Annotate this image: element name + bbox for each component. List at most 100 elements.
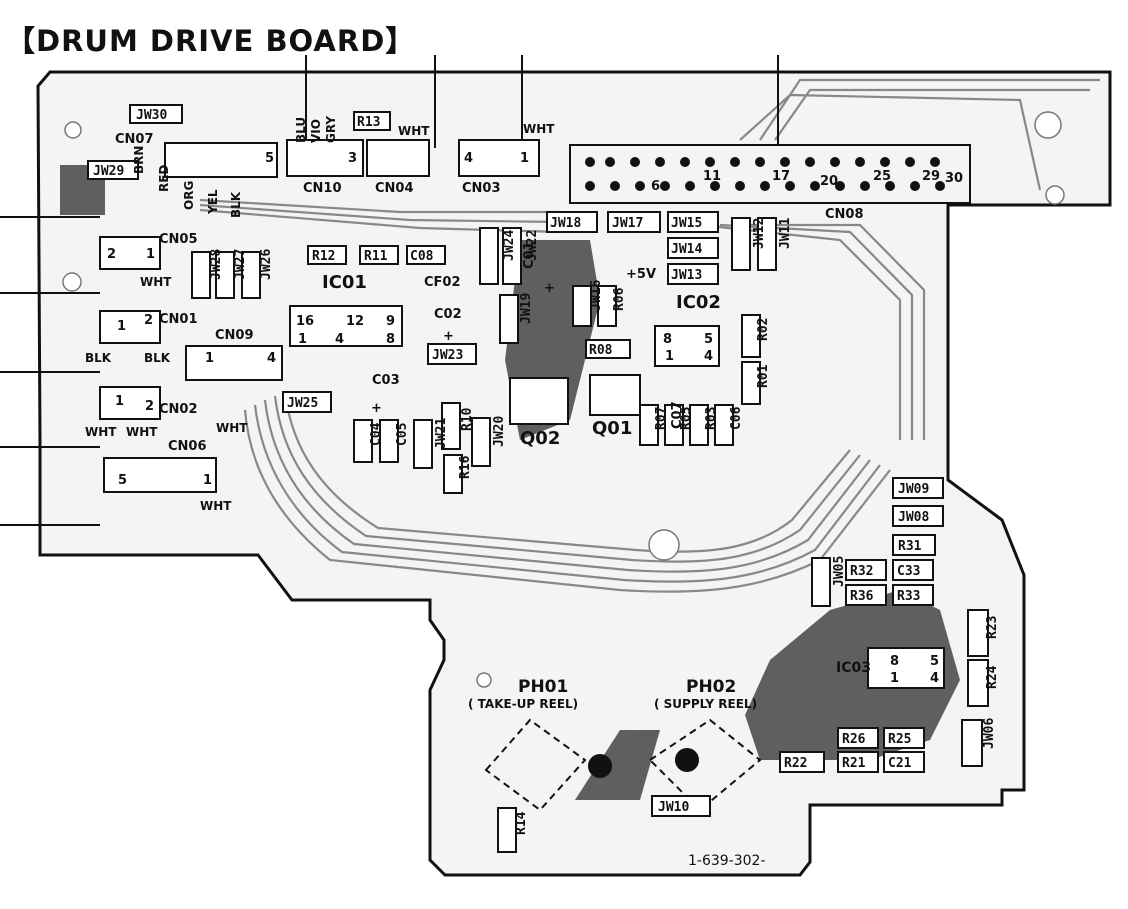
wire-cn02-wht-1: WHT [85, 425, 117, 439]
wire-color-labels: BRN RED ORG YEL BLK BLU VIO GRY WHT WHT … [85, 116, 555, 513]
label-q02: Q02 [520, 428, 560, 449]
desc-ph01: ( TAKE-UP REEL) [468, 697, 578, 711]
pin-ic03-4: 4 [930, 671, 939, 686]
label-c06: C06 [729, 406, 744, 430]
label-r02: R02 [756, 318, 771, 341]
label-plus5v: +5V [626, 267, 656, 282]
pin-cn03-1: 1 [520, 151, 529, 166]
label-jw16: JW16 [589, 280, 604, 311]
cn08-header [569, 144, 971, 204]
wire-cn10-vio: VIO [309, 119, 323, 143]
label-r33: R33 [897, 589, 920, 604]
label-cn02: CN02 [159, 402, 198, 417]
label-jw13: JW13 [671, 268, 702, 283]
pin-cn06-1: 1 [203, 473, 212, 488]
label-r21: R21 [842, 756, 866, 771]
pin-cn02-1: 1 [115, 394, 124, 409]
label-r14: R14 [514, 811, 529, 835]
pin-ic03-1: 1 [890, 671, 899, 686]
polarity-mark-c03: + [371, 401, 382, 416]
label-r36: R36 [850, 589, 874, 604]
wire-cn06-wht: WHT [200, 499, 232, 513]
wire-cn09-wht: WHT [216, 421, 248, 435]
label-cn03: CN03 [462, 181, 501, 196]
label-r23: R23 [985, 616, 1000, 639]
polarity-mark-c01: + [544, 281, 555, 296]
connector-labels: CN10 CN04 CN03 CN07 CN05 CN01 CN09 CN02 … [115, 132, 864, 454]
label-jw26: JW26 [259, 249, 274, 280]
label-c21: C21 [888, 756, 912, 771]
copper-traces [199, 78, 1100, 593]
pin-ic02-4: 4 [704, 349, 713, 364]
label-r31: R31 [898, 539, 922, 554]
pin-cn05-1: 1 [146, 247, 155, 262]
label-cn09: CN09 [215, 328, 254, 343]
pin-ic01-12: 12 [346, 314, 364, 329]
pin-cn08-6: 6 [651, 179, 660, 194]
label-cn10: CN10 [303, 181, 342, 196]
label-jw29: JW29 [93, 164, 124, 179]
label-ph02: PH02 [686, 677, 736, 697]
pin-cn08-25: 25 [873, 169, 891, 184]
pin-ic01-8: 8 [386, 332, 395, 347]
label-cn07: CN07 [115, 132, 154, 147]
label-r07: R07 [654, 407, 669, 430]
label-r10: R10 [460, 407, 475, 431]
label-r16: R16 [458, 455, 473, 479]
label-r12: R12 [312, 249, 335, 264]
pin-ic01-16: 16 [296, 314, 314, 329]
wire-cn07-red: RED [157, 165, 171, 192]
desc-ph02: ( SUPPLY REEL) [654, 697, 757, 711]
pin-cn08-30: 30 [945, 171, 963, 186]
label-cn08: CN08 [825, 207, 864, 222]
label-r24: R24 [985, 665, 1000, 689]
photo-interrupter-outlines [484, 718, 762, 812]
pin-cn08-20: 20 [820, 174, 838, 189]
pin-ic03-5: 5 [930, 654, 939, 669]
label-jw20: JW20 [492, 416, 507, 447]
wire-cn04-wht: WHT [398, 124, 430, 138]
label-jw09: JW09 [898, 482, 929, 497]
pin-ic03-8: 8 [890, 654, 899, 669]
passive-components [87, 104, 989, 853]
pin-ic02-5: 5 [704, 332, 713, 347]
pin-cn09-1: 1 [205, 351, 214, 366]
wire-leads [0, 55, 779, 526]
label-r06: R06 [612, 287, 627, 311]
label-cf02: CF02 [424, 275, 461, 290]
pin-ic02-1: 1 [665, 349, 674, 364]
label-c03: C03 [372, 373, 400, 388]
pin-cn08-17: 17 [772, 169, 790, 184]
pin-cn02-2: 2 [145, 399, 154, 414]
label-r08: R08 [589, 343, 613, 358]
transistor-labels: Q02 Q01 [520, 418, 632, 449]
label-jw27: JW27 [233, 249, 248, 280]
polarity-mark-c02: + [443, 329, 454, 344]
ic-labels: IC01 IC02 IC03 [322, 272, 871, 676]
wire-cn07-brn: BRN [132, 146, 146, 174]
pin-ic01-9: 9 [386, 314, 395, 329]
label-jw28: JW28 [209, 249, 224, 280]
label-c33: C33 [897, 564, 920, 579]
pin-cn06-5: 5 [118, 473, 127, 488]
label-ic03: IC03 [836, 660, 871, 676]
label-ic01: IC01 [322, 272, 367, 293]
label-r25: R25 [888, 732, 911, 747]
label-jw22: JW22 [525, 230, 540, 261]
pin-cn08-29: 29 [922, 169, 940, 184]
label-cn04: CN04 [375, 181, 414, 196]
label-r13: R13 [357, 115, 380, 130]
label-r05: R05 [679, 407, 694, 430]
label-r26: R26 [842, 732, 866, 747]
label-c04: C04 [369, 422, 384, 446]
label-ph01: PH01 [518, 677, 568, 697]
capacitor-labels: C01 C02 C03 C07 CF02 +5V + + + [371, 241, 685, 429]
label-jw18: JW18 [550, 216, 581, 231]
pin-cn03-4: 4 [464, 151, 473, 166]
label-r11: R11 [364, 249, 388, 264]
pin-cn01-1: 1 [117, 319, 126, 334]
pin-cn05-2: 2 [107, 247, 116, 262]
label-c08: C08 [410, 249, 434, 264]
wire-cn10-blu: BLU [294, 117, 308, 143]
